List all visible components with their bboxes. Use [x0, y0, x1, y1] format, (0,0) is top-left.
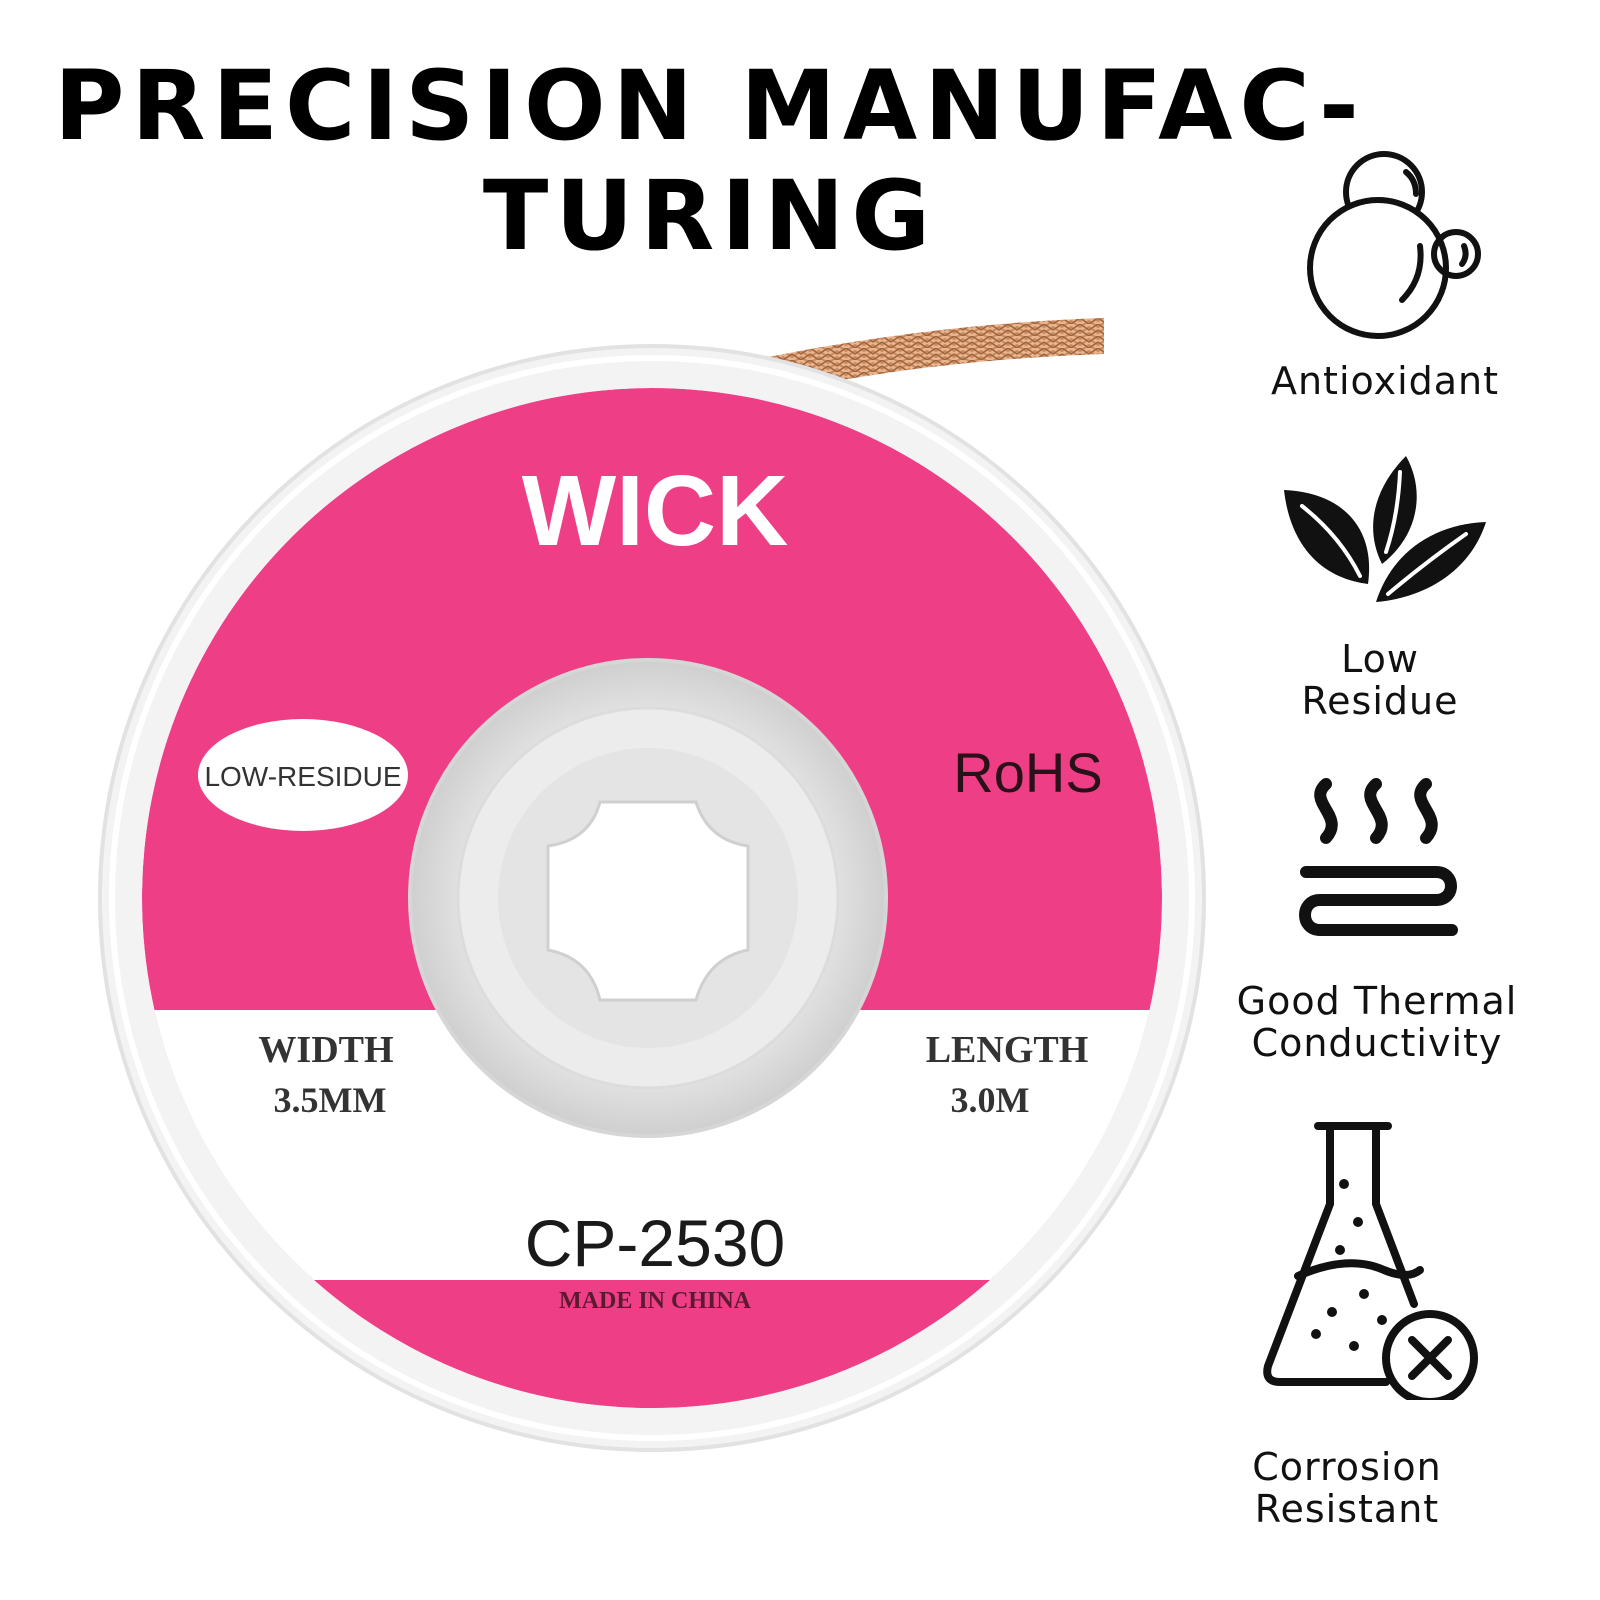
- bubbles-icon: [1307, 151, 1481, 339]
- length-label: LENGTH: [926, 1029, 1089, 1071]
- leaves-icon: [1284, 456, 1486, 602]
- feature-label-line: Low: [1341, 637, 1419, 681]
- length-value: 3.0M: [951, 1080, 1030, 1120]
- width-value: 3.5MM: [274, 1080, 387, 1120]
- flask-cross-icon: [1263, 1122, 1478, 1400]
- brand-wick: WICK: [522, 455, 789, 567]
- headline-line-1: PRECISION MANUFAC-: [54, 50, 1366, 162]
- feature-label-line: Resistant: [1254, 1487, 1440, 1531]
- solder-wick-spool: LOW-RESIDUE WICK RoHS WIDTH 3.5MM LENGTH…: [98, 318, 1206, 1452]
- low-residue-text: LOW-RESIDUE: [204, 761, 401, 792]
- spool-center-hole: [546, 800, 750, 1002]
- feature-label-line: Conductivity: [1251, 1021, 1503, 1065]
- feature-label-line: Corrosion: [1252, 1445, 1442, 1489]
- feature-label-low-residue: Low Residue: [1240, 638, 1520, 722]
- feature-label-thermal: Good Thermal Conductivity: [1212, 980, 1542, 1064]
- feature-label-line: Antioxidant: [1270, 359, 1500, 403]
- low-residue-badge: [198, 719, 408, 831]
- feature-label-line: Residue: [1301, 679, 1459, 723]
- feature-label-line: Good Thermal: [1236, 979, 1518, 1023]
- made-in-china: MADE IN CHINA: [559, 1288, 752, 1314]
- headline-line-2: TURING: [482, 160, 938, 272]
- model-number: CP-2530: [525, 1206, 786, 1280]
- rohs-mark: RoHS: [953, 741, 1102, 804]
- feature-label-antioxidant: Antioxidant: [1240, 360, 1530, 402]
- heat-waves-icon: [1299, 778, 1458, 936]
- width-label: WIDTH: [258, 1029, 393, 1071]
- feature-label-corrosion: Corrosion Resistant: [1222, 1446, 1472, 1530]
